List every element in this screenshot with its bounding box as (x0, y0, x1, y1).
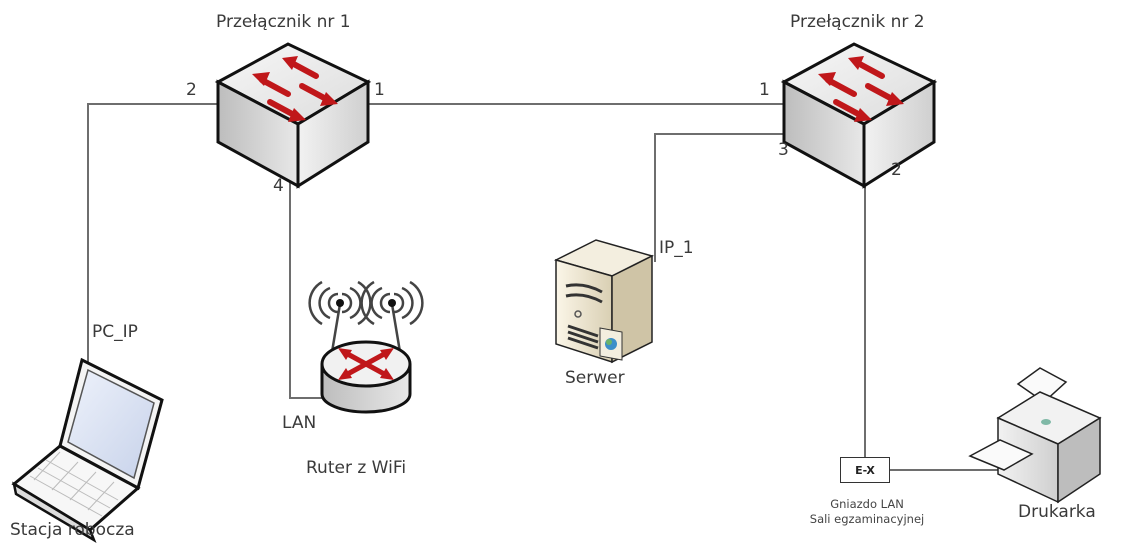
switch-1-port-2-label: 2 (186, 80, 197, 100)
switch-1-port-4-label: 4 (273, 176, 284, 196)
wire-switch1-port4-to-router (289, 182, 332, 399)
router-lan-label: LAN (282, 413, 317, 433)
wire-switch1-port2-to-workstation (87, 103, 218, 362)
printer-label: Drukarka (1018, 502, 1096, 522)
wires (87, 103, 1000, 471)
wall-jack-caption-line1: Gniazdo LAN (830, 497, 904, 511)
switch-2-icon[interactable] (780, 42, 938, 189)
switch-1-title: Przełącznik nr 1 (216, 12, 351, 32)
router-label: Ruter z WiFi (306, 458, 407, 478)
wifi-router-icon[interactable] (308, 280, 424, 414)
switch-2-port-1-label: 1 (759, 80, 770, 100)
printer-icon[interactable] (968, 367, 1102, 504)
workstation-ip-label: PC_IP (92, 322, 138, 342)
server-icon[interactable] (553, 239, 655, 364)
lan-wall-jack[interactable]: E-X (840, 457, 890, 483)
server-ip-label: IP_1 (659, 238, 694, 258)
wall-jack-caption: Gniazdo LAN Sali egzaminacyjnej (805, 497, 929, 527)
switch-2-port-2-label: 2 (891, 160, 902, 180)
switch-2-port-3-label: 3 (778, 140, 789, 160)
switch-2-title: Przełącznik nr 2 (790, 12, 925, 32)
switch-1-icon[interactable] (214, 42, 372, 189)
laptop-icon[interactable] (11, 357, 164, 543)
wire-switch2-port3-to-server (654, 133, 790, 262)
server-label: Serwer (565, 368, 625, 388)
workstation-label: Stacja robocza (10, 520, 135, 540)
wall-jack-caption-line2: Sali egzaminacyjnej (809, 512, 925, 526)
switch-1-port-1-label: 1 (374, 80, 385, 100)
wall-jack-code: E-X (855, 463, 875, 477)
